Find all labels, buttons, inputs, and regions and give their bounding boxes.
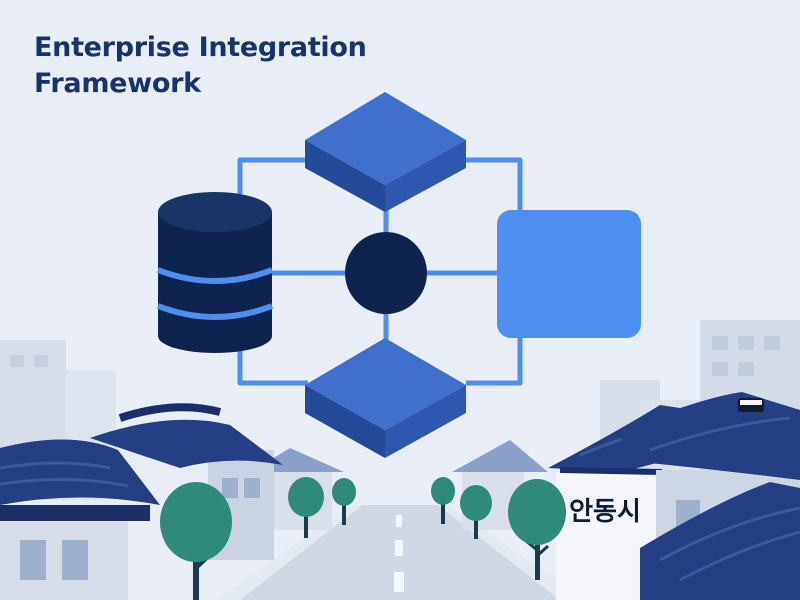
trees <box>160 477 566 600</box>
top-node-block <box>305 92 466 212</box>
title-line-1: Enterprise Integration <box>34 32 367 63</box>
hub-node <box>345 232 427 314</box>
signboard-text: 안동시 <box>569 497 641 527</box>
connector-db-top <box>237 157 308 194</box>
bottom-node-block <box>305 338 466 458</box>
connector-lines <box>237 157 523 386</box>
right-hanok-houses <box>452 392 800 600</box>
connector-top-right <box>466 157 523 214</box>
page-title: Enterprise Integration Framework <box>34 30 367 102</box>
right-node-block <box>497 210 641 338</box>
database-icon <box>156 192 274 353</box>
title-line-2: Framework <box>34 68 201 99</box>
connector-bottom-right <box>466 338 523 386</box>
